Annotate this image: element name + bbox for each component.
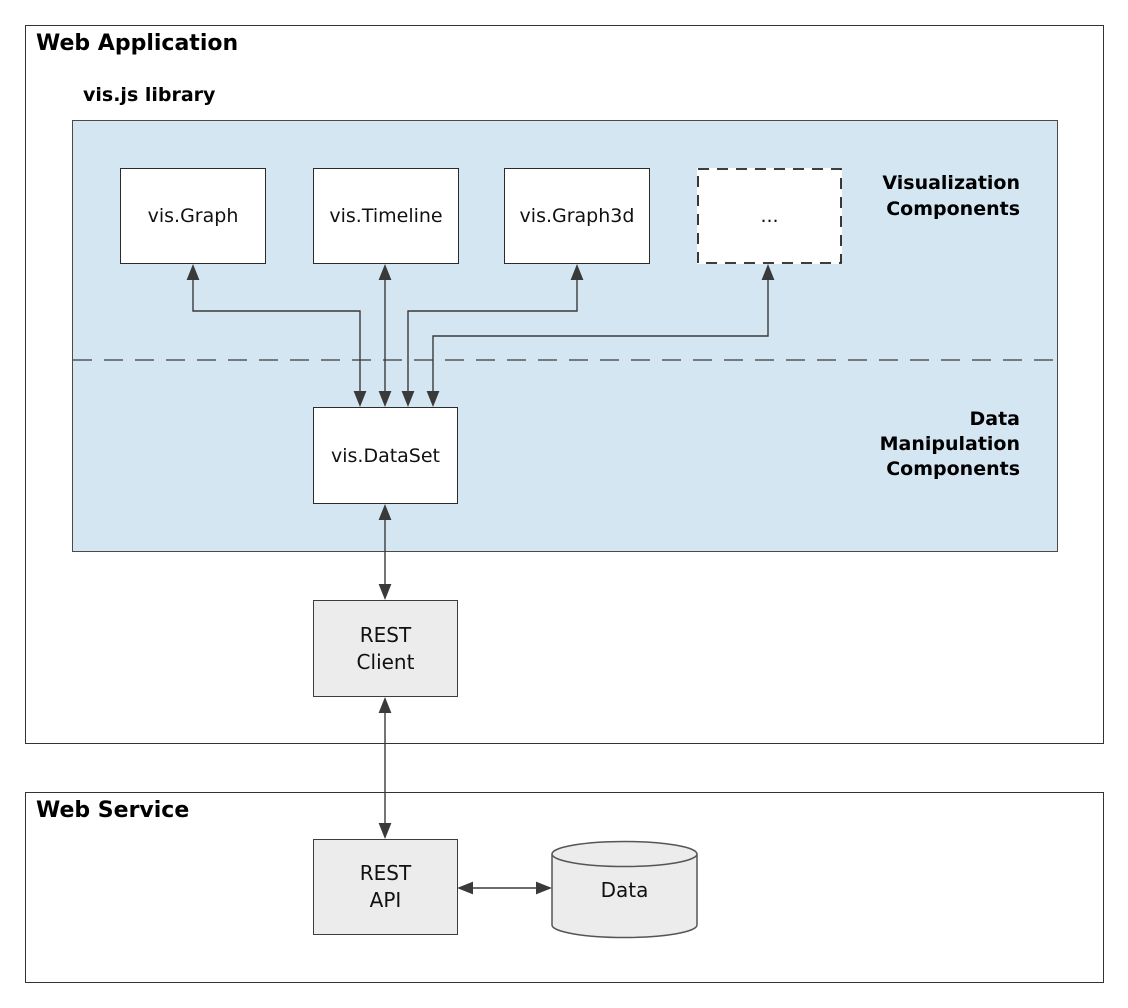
visjs-library-label: vis.js library xyxy=(83,84,216,106)
web-application-container: Web Application xyxy=(25,25,1104,744)
arrowhead-down-icon xyxy=(426,391,440,407)
arrowhead-up-icon xyxy=(186,264,200,280)
arrowhead-down-icon xyxy=(378,584,392,600)
arrowhead-right-icon xyxy=(536,881,552,895)
arrowhead-down-icon xyxy=(378,391,392,407)
vis-dataset-label: vis.DataSet xyxy=(330,444,441,467)
arrowhead-down-icon xyxy=(353,391,367,407)
component-box-vis-graph3d: vis.Graph3d xyxy=(504,168,650,264)
connector-dataset-restclient xyxy=(378,504,392,600)
connector-restapi-datastore xyxy=(457,881,552,895)
web-service-title: Web Service xyxy=(36,798,190,823)
arrowhead-down-icon xyxy=(378,823,392,839)
arrowhead-left-icon xyxy=(457,881,473,895)
data-manipulation-components-label: Data Manipulation Components xyxy=(879,408,1020,480)
arrowhead-up-icon xyxy=(570,264,584,280)
data-store-label: Data xyxy=(600,878,649,902)
dashed-border xyxy=(697,168,842,264)
component-box-vis-timeline: vis.Timeline xyxy=(313,168,459,264)
web-application-title: Web Application xyxy=(36,31,239,56)
arrowhead-up-icon xyxy=(378,504,392,520)
arrowhead-up-icon xyxy=(761,264,775,280)
arrowhead-up-icon xyxy=(378,264,392,280)
component-box-vis-dataset: vis.DataSet xyxy=(313,407,458,504)
vis-graph3d-label: vis.Graph3d xyxy=(519,205,635,227)
vis-timeline-label: vis.Timeline xyxy=(329,205,443,227)
arrowhead-up-icon xyxy=(378,697,392,713)
more-components-label: ... xyxy=(760,205,779,227)
connector-more-dataset xyxy=(426,264,775,407)
data-store-cylinder xyxy=(551,840,698,939)
arrowhead-down-icon xyxy=(401,391,415,407)
vis-graph-label: vis.Graph xyxy=(147,205,239,227)
connector-restclient-restapi xyxy=(378,697,392,839)
rest-client-box: REST Client xyxy=(313,600,458,697)
visualization-components-label: Visualization Components xyxy=(882,172,1020,220)
rest-api-box: REST API xyxy=(313,839,458,935)
web-service-container: Web Service xyxy=(25,792,1104,983)
connector-graph3d-dataset xyxy=(401,264,584,407)
component-box-vis-graph: vis.Graph xyxy=(120,168,266,264)
rest-api-label: REST API xyxy=(359,861,412,912)
component-box-more: ... xyxy=(697,168,842,264)
rest-client-label: REST Client xyxy=(356,622,415,674)
connector-timeline-dataset xyxy=(378,264,392,407)
connector-graph-dataset xyxy=(186,264,367,407)
